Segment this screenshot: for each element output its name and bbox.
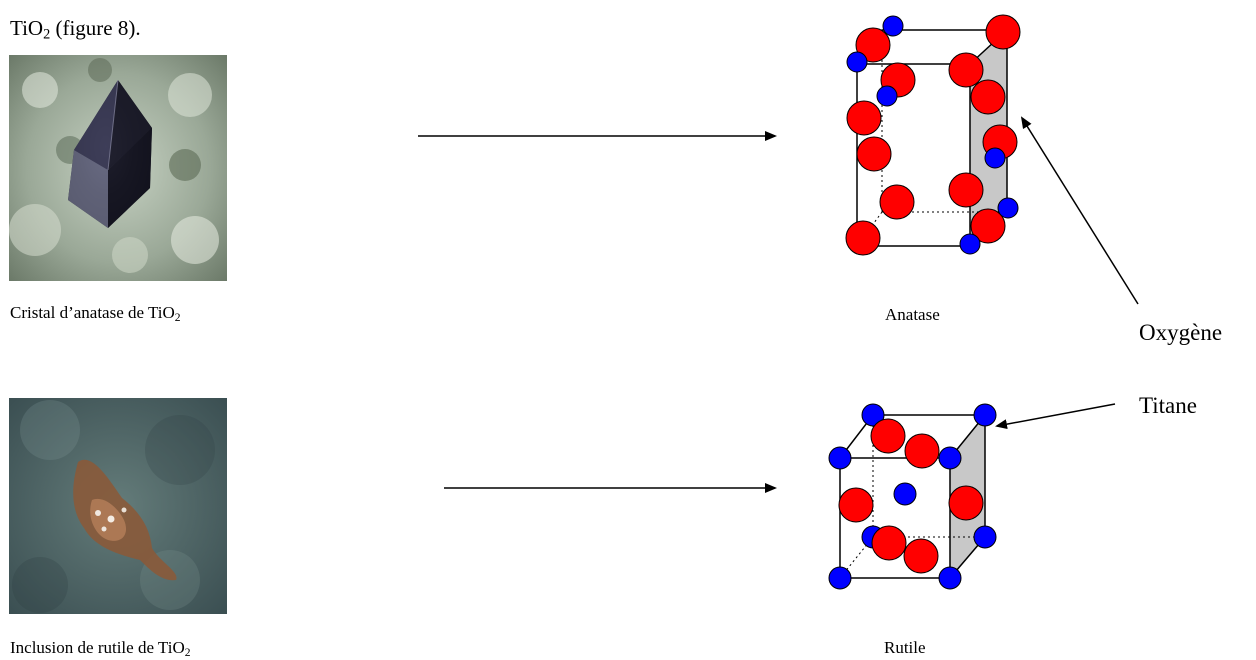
titanium-legend-label: Titane: [1139, 393, 1197, 418]
rutile-unit-cell: [828, 403, 997, 590]
intro-figure-ref: (figure 8).: [50, 16, 141, 40]
titanium-pointer-arrow: [995, 403, 1116, 430]
rutile-photo-caption: Inclusion de rutile de TiO2: [10, 638, 191, 659]
anatase-photo-caption: Cristal d’anatase de TiO2: [10, 303, 181, 324]
rutile-structure-label: Rutile: [884, 638, 926, 657]
anatase-crystal-photo: [9, 55, 227, 281]
intro-text: TiO2 (figure 8).: [10, 16, 141, 43]
rutile-inclusion-photo: [9, 398, 227, 614]
oxygen-legend-label: Oxygène: [1139, 320, 1223, 345]
oxygen-pointer-arrow: [1020, 116, 1139, 305]
anatase-structure-label: Anatase: [885, 305, 940, 324]
intro-formula-subscript: 2: [43, 26, 51, 43]
anatase-unit-cell: [845, 14, 1021, 256]
intro-formula: TiO: [10, 16, 44, 40]
